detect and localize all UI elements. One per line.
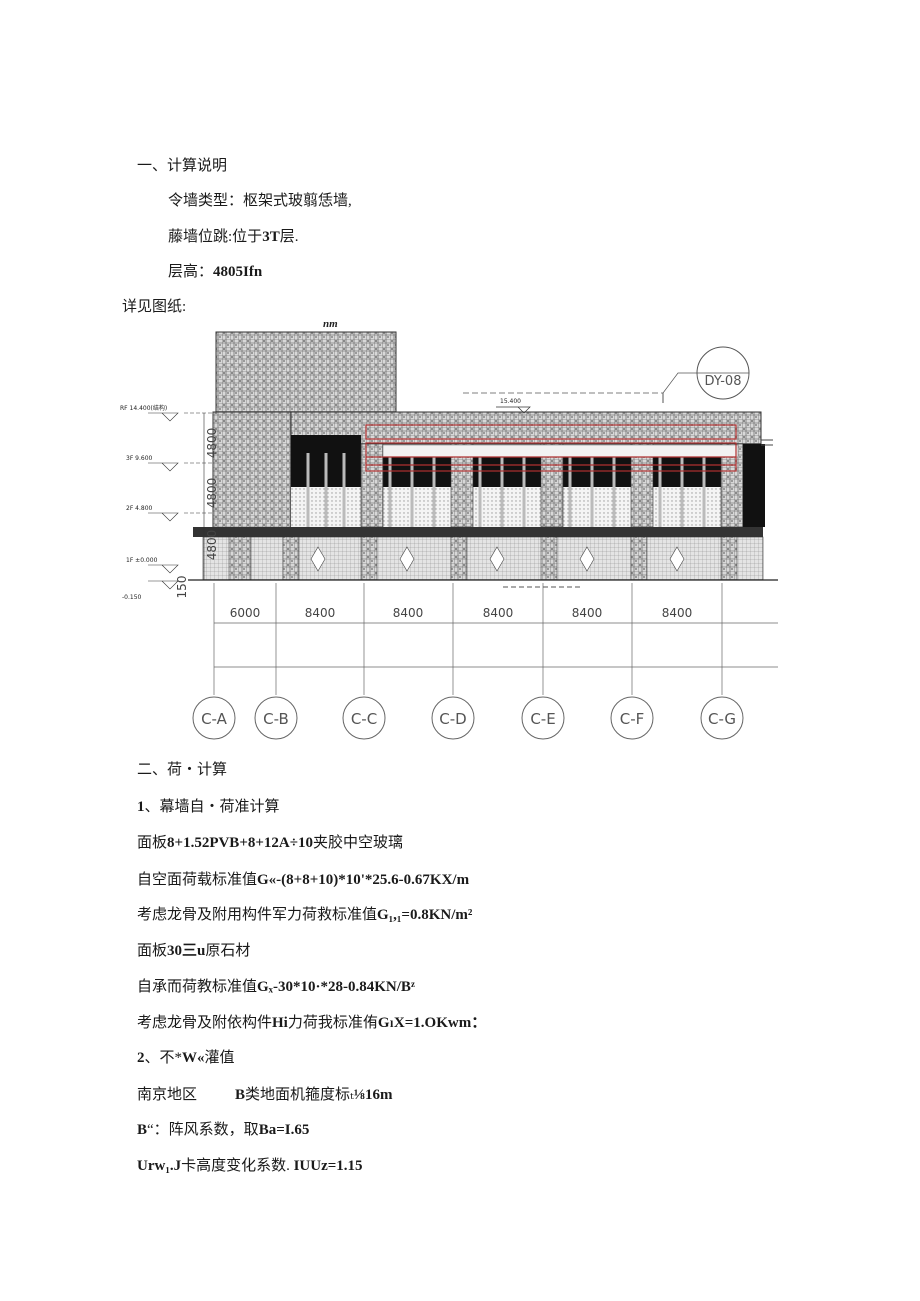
calc-line-6: 考虑龙骨及附依构件Hi力荷我标准侑GₗX=1.OKwm： [137,1013,486,1033]
label: 藤墙位跳: [168,229,233,245]
subsection-number: 2 [137,1050,145,1066]
formula: G«-(8+8+10)*10'*25.6-0.67KX/m [257,872,470,888]
axis-label-c-d: C-D [439,710,466,728]
level-markers: RF 14.400(结构) 3F 9.600 2F 4.800 1F ±0.00… [120,404,179,601]
svg-text:1F ±0.000: 1F ±0.000 [126,557,158,564]
vdim-1: 4800 [205,428,219,459]
formula: 30三u [167,943,206,959]
subsection-number: 1 [137,799,145,815]
formula: ⅛16m [353,1087,393,1103]
wind-line-3: Urw₁.J卡高度变化系数. IUUz=1.15 [137,1156,363,1176]
svg-text:6000: 6000 [230,606,261,620]
value-suffix: 层. [279,229,299,245]
svg-text:2F 4.800: 2F 4.800 [126,505,153,512]
callout-label: DY-08 [705,374,742,389]
svg-text:-0.150: -0.150 [122,594,142,601]
formula: Ba=I.65 [258,1122,310,1138]
text: 自空面荷载标准值 [137,872,258,888]
svg-text:8400: 8400 [483,606,514,620]
label: 令墙类型： [168,193,244,209]
calc-line-4: 面板30三u原石材 [137,941,250,961]
text: 类地面机箍度标ₜ [245,1087,354,1103]
value: 枢架式玻翦恁墙, [243,193,352,209]
formula: B [235,1087,246,1103]
vdim-2: 4800 [205,478,219,509]
axis-bubbles [192,696,744,740]
value: 4805Ifn [213,264,263,280]
value-text: 位于 [232,229,263,245]
text: 夹胶中空玻璃 [312,835,403,851]
see-drawing-label: 详见图纸: [122,299,187,315]
text: 面板 [137,835,168,851]
text: 力荷我标准侑 [287,1015,378,1031]
text: 卡高度变化系数. [181,1158,294,1174]
subsection-wind-load: 2、不*W«灌值 [137,1048,235,1068]
bay-dimensions: 6000 8400 8400 8400 8400 8400 [230,606,693,620]
subsection-self-weight: 1、幕墙自・荷准计算 [137,797,280,817]
label: 层高： [168,264,214,280]
formula: B [137,1122,148,1138]
curtain-wall-type: 令墙类型：枢架式玻翦恁墙, [168,191,352,211]
calc-line-2: 自空面荷载标准值G«-(8+8+10)*10'*25.6-0.67KX/m [137,870,469,890]
svg-text:8400: 8400 [393,606,424,620]
axis-label-c-a: C-A [201,710,228,728]
text: “：阵风系数，取 [147,1122,259,1138]
detail-callout: DY-08 [463,346,750,403]
elevation-mark: 15.400 [500,398,521,405]
formula: 8+1.52PVB+8+12A÷10 [167,835,313,851]
formula: Urw₁.J [137,1158,182,1174]
formula: IUUz=1.15 [293,1158,363,1174]
subsection-title-post: 灌值 [204,1050,235,1066]
curtain-wall-location: 藤墙位跳:位于3T层. [168,227,298,247]
svg-text:8400: 8400 [305,606,336,620]
svg-text:8400: 8400 [572,606,603,620]
value-bold: 3T [262,229,280,245]
formula: G₁,₁=0.8KN/m² [377,907,473,923]
axis-label-c-f: C-F [620,710,645,728]
drawing-top-label: nm [323,318,338,330]
text: 面板 [137,943,168,959]
calc-line-3: 考虑龙骨及附用构件军力荷救标准值G₁,₁=0.8KN/m² [137,905,472,925]
svg-text:3F 9.600: 3F 9.600 [126,455,153,462]
svg-text:RF 14.400(结构): RF 14.400(结构) [120,404,167,412]
section2-heading: 二、荷・计算 [137,762,228,778]
axis-label-c-b: C-B [263,710,289,728]
subsection-title: 、幕墙自・荷准计算 [144,799,280,815]
subsection-title-bold: W« [182,1050,205,1066]
vdim-3: 4800 [205,530,219,561]
wind-line-1: 南京地区 B类地面机箍度标ₜ⅛16m [137,1085,392,1105]
axis-label-c-c: C-C [351,710,377,728]
text: 考虑龙骨及附依构件 [137,1015,273,1031]
wind-line-2: B“：阵风系数，取Ba=I.65 [137,1120,309,1140]
svg-text:8400: 8400 [662,606,693,620]
formula: Hi [272,1015,288,1031]
calc-line-1: 面板8+1.52PVB+8+12A÷10夹胶中空玻璃 [137,833,403,853]
calc-line-5: 自承而荷教标准值Gₓ-30*10·*28-0.84KN/Bᶻ [137,977,415,997]
text: 南京地区 [137,1087,198,1103]
axis-label-c-e: C-E [530,710,555,728]
subsection-title: 、不* [144,1050,183,1066]
floor-height: 层高：4805Ifn [168,262,262,282]
section1-heading: 一、计算说明 [137,158,228,174]
text: 自承而荷教标准值 [137,979,258,995]
axis-label-c-g: C-G [708,710,736,728]
highlight-boxes [365,424,737,472]
formula: GₗX=1.OKwm： [377,1015,487,1031]
formula: Gₓ-30*10·*28-0.84KN/Bᶻ [257,979,416,995]
text: 原石材 [205,943,251,959]
vdim-4: 150 [175,576,189,599]
text: 考虑龙骨及附用构件军力荷救标准值 [137,907,378,923]
elevation-drawing: nm [120,318,778,740]
